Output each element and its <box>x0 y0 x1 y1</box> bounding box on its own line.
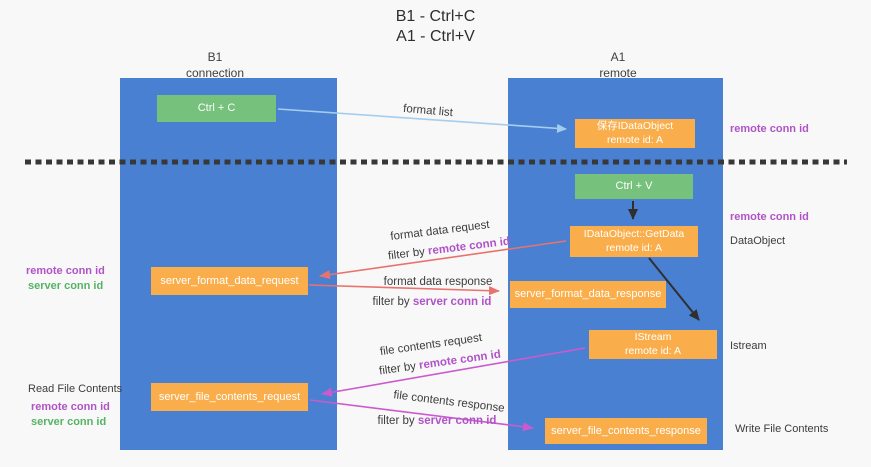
remote-conn-id-right-top: remote conn id <box>730 123 809 135</box>
diagram-title: B1 - Ctrl+C A1 - Ctrl+V <box>0 7 871 47</box>
istream-line1: IStream <box>634 330 672 343</box>
server-conn-id-text: server conn id <box>417 415 497 427</box>
server-file-contents-request-box: server_file_contents_request <box>151 383 308 411</box>
server-file-contents-response-label: server_file_contents_response <box>551 424 701 437</box>
istream-side-label: Istream <box>730 340 767 352</box>
server-conn-id-left-top: server conn id <box>28 280 104 292</box>
title-line1: B1 - Ctrl+C <box>395 8 476 25</box>
read-file-contents-label: Read File Contents <box>28 383 123 395</box>
remote-conn-id-text: remote conn id <box>427 235 511 258</box>
lifeline-b1-name: B1 <box>207 50 223 64</box>
filter-by-text: filter by <box>387 245 429 263</box>
lifeline-a1-role: remote <box>599 65 637 80</box>
save-idataobject-line2: remote id: A <box>606 133 664 146</box>
dataobject-label: DataObject <box>730 235 786 247</box>
save-idataobject-box: 保存IDataObject remote id: A <box>575 119 695 148</box>
server-format-data-request-box: server_format_data_request <box>151 267 308 295</box>
remote-conn-id-left-bottom: remote conn id <box>31 401 110 413</box>
lifeline-header-b1: B1 connection <box>155 50 275 81</box>
filter-by-server-conn-id-label-2: filter by server conn id <box>378 415 497 427</box>
filter-by-server-conn-id-label-1: filter by server conn id <box>373 296 492 308</box>
remote-conn-id-left-top: remote conn id <box>26 265 105 277</box>
getdata-line1: IDataObject::GetData <box>583 227 685 240</box>
format-data-response-label: format data response <box>383 276 493 288</box>
istream-line2: remote id: A <box>624 344 682 357</box>
ctrl-c-box: Ctrl + C <box>157 95 276 122</box>
format-list-label: format list <box>402 102 454 120</box>
server-format-data-request-label: server_format_data_request <box>160 274 299 287</box>
remote-conn-id-text: remote conn id <box>418 348 502 372</box>
server-conn-id-left-bottom: server conn id <box>31 416 107 428</box>
istream-box: IStream remote id: A <box>589 330 717 359</box>
ctrl-v-box: Ctrl + V <box>575 174 693 199</box>
remote-conn-id-right-mid: remote conn id <box>730 211 809 223</box>
save-idataobject-line1: 保存IDataObject <box>596 119 674 132</box>
lifeline-b1-role: connection <box>185 65 245 80</box>
lifeline-a1-name: A1 <box>610 50 626 64</box>
server-file-contents-response-box: server_file_contents_response <box>545 418 707 444</box>
getdata-line2: remote id: A <box>605 241 663 254</box>
lifeline-header-a1: A1 remote <box>558 50 678 81</box>
server-conn-id-text: server conn id <box>412 296 492 308</box>
file-contents-response-label: file contents response <box>392 389 506 415</box>
ctrl-c-label: Ctrl + C <box>197 102 236 115</box>
server-format-data-response-label: server_format_data_response <box>514 288 662 301</box>
write-file-contents-label: Write File Contents <box>735 423 829 435</box>
title-line2: A1 - Ctrl+V <box>396 28 475 45</box>
filter-by-text: filter by <box>377 415 418 427</box>
filter-by-text: filter by <box>378 359 420 378</box>
ctrl-v-label: Ctrl + V <box>615 180 653 193</box>
getdata-box: IDataObject::GetData remote id: A <box>570 226 698 257</box>
server-format-data-response-box: server_format_data_response <box>510 281 666 308</box>
server-file-contents-request-label: server_file_contents_request <box>158 390 301 403</box>
filter-by-text: filter by <box>372 296 413 308</box>
